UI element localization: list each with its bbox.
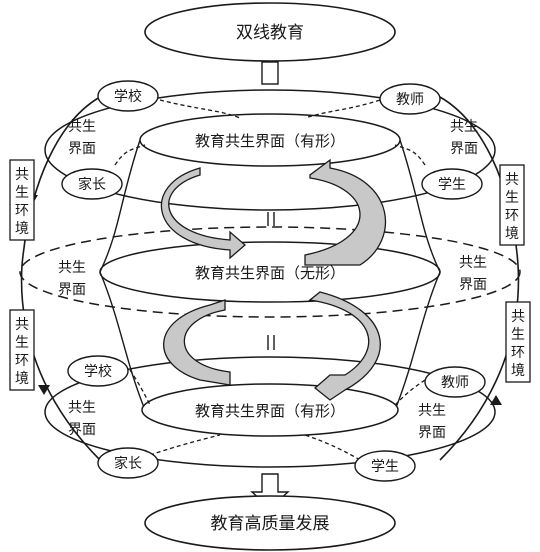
- dashed-link-upper-teacher: [304, 99, 381, 119]
- lower-left-env-char3: 环: [15, 353, 29, 369]
- bottom-title-ellipse: [144, 495, 396, 551]
- upper-right-interface-label: 共生 界面: [450, 119, 478, 157]
- upper-right-environment-box: 共 生 环 境: [499, 164, 525, 246]
- middle-interface-ellipse: [99, 241, 441, 303]
- upper-left-environment-box: 共 生 环 境: [9, 159, 35, 241]
- upper-student-node: [421, 168, 483, 200]
- middle-left-interface-line1: 共生: [58, 260, 86, 276]
- lower-left-interface-label: 共生 界面: [68, 400, 96, 438]
- upper-teacher-node: [379, 83, 441, 115]
- lower-right-env-char2: 生: [511, 327, 525, 343]
- dashed-link-lower-student: [304, 434, 361, 461]
- lower-family-node: [97, 447, 159, 479]
- outer-left-arc: [20, 96, 101, 461]
- upper-left-interface-label: 共生 界面: [68, 119, 96, 157]
- upper-right-env-char3: 环: [505, 208, 519, 224]
- lower-right-env-char4: 境: [511, 363, 525, 379]
- upper-right-env-char1: 共: [505, 172, 519, 188]
- lower-student-node: [354, 450, 416, 482]
- dashed-link-upper-family: [114, 144, 146, 166]
- middle-interface-label: 教育共生界面（无形）: [195, 264, 345, 282]
- upper-left-interface-line2: 界面: [68, 141, 96, 157]
- upper-teacher-label: 教师: [396, 92, 424, 108]
- lower-student-label: 学生: [371, 459, 399, 475]
- dashed-link-lower-teacher: [394, 379, 426, 406]
- outer-arrow-left-bottom: [38, 385, 50, 395]
- upper-ring: [44, 89, 496, 211]
- upper-right-env-char4: 境: [505, 226, 519, 242]
- top-connector: [261, 61, 279, 85]
- lower-right-interface-label: 共生 界面: [418, 403, 446, 441]
- upper-family-node: [61, 168, 123, 200]
- outer-right-arc: [439, 96, 520, 461]
- middle-right-interface-line2: 界面: [459, 277, 487, 293]
- lower-right-environment-box: 共 生 环 境: [505, 301, 531, 383]
- middle-left-interface-label: 共生 界面: [58, 260, 86, 298]
- lower-left-env-char1: 共: [15, 317, 29, 333]
- lower-left-interface-line2: 界面: [68, 422, 96, 438]
- dashed-link-lower-school: [129, 369, 151, 406]
- middle-left-interface-line2: 界面: [58, 282, 86, 298]
- lower-right-interface-line2: 界面: [418, 425, 446, 441]
- lower-left-env-char4: 境: [15, 371, 29, 387]
- lower-left-env-char2: 生: [15, 335, 29, 351]
- top-title: 双线教育: [236, 23, 304, 43]
- upper-family-label: 家长: [78, 176, 106, 193]
- top-title-ellipse: [144, 2, 396, 62]
- upper-right-interface-line2: 界面: [450, 141, 478, 157]
- upper-student-label: 学生: [438, 177, 466, 193]
- upper-right-env-char2: 生: [505, 190, 519, 206]
- lower-teacher-label: 教师: [441, 375, 469, 391]
- lower-interface-label: 教育共生界面（有形）: [195, 402, 345, 420]
- middle-right-interface-line1: 共生: [459, 255, 487, 271]
- lower-ring: [44, 356, 496, 468]
- middle-dashed-ring: [19, 226, 521, 318]
- dashed-link-lower-family: [149, 434, 221, 456]
- upper-interface-ellipse: [139, 113, 401, 167]
- upper-left-interface-line1: 共生: [68, 119, 96, 135]
- upper-left-env-char3: 环: [15, 203, 29, 219]
- rotate-arrow-upper-right: [304, 158, 387, 266]
- lower-teacher-node: [424, 366, 486, 398]
- upper-interface-label: 教育共生界面（有形）: [195, 132, 345, 150]
- upper-left-env-char4: 境: [15, 221, 29, 237]
- lower-right-interface-line1: 共生: [418, 403, 446, 419]
- outer-arrow-right-bottom: [490, 395, 502, 405]
- upper-left-env-char1: 共: [15, 167, 29, 183]
- upper-school-node: [97, 80, 159, 112]
- bottom-title: 教育高质量发展: [211, 514, 330, 534]
- lower-right-env-char1: 共: [511, 309, 525, 325]
- lower-right-env-char3: 环: [511, 345, 525, 361]
- upper-school-label: 学校: [114, 88, 142, 105]
- lower-left-interface-line1: 共生: [68, 400, 96, 416]
- upper-left-env-char2: 生: [15, 185, 29, 201]
- rotate-arrow-lower-left: [163, 299, 231, 386]
- lower-left-environment-box: 共 生 环 境: [9, 309, 35, 391]
- lower-family-label: 家长: [114, 455, 142, 472]
- rotate-arrow-lower-right: [308, 291, 381, 401]
- middle-right-interface-label: 共生 界面: [459, 255, 487, 293]
- rotate-arrow-upper-left: [160, 167, 246, 260]
- lower-school-node: [67, 355, 129, 387]
- dashed-link-upper-student: [394, 144, 426, 166]
- lower-school-label: 学校: [84, 363, 112, 380]
- upper-right-interface-line1: 共生: [450, 119, 478, 135]
